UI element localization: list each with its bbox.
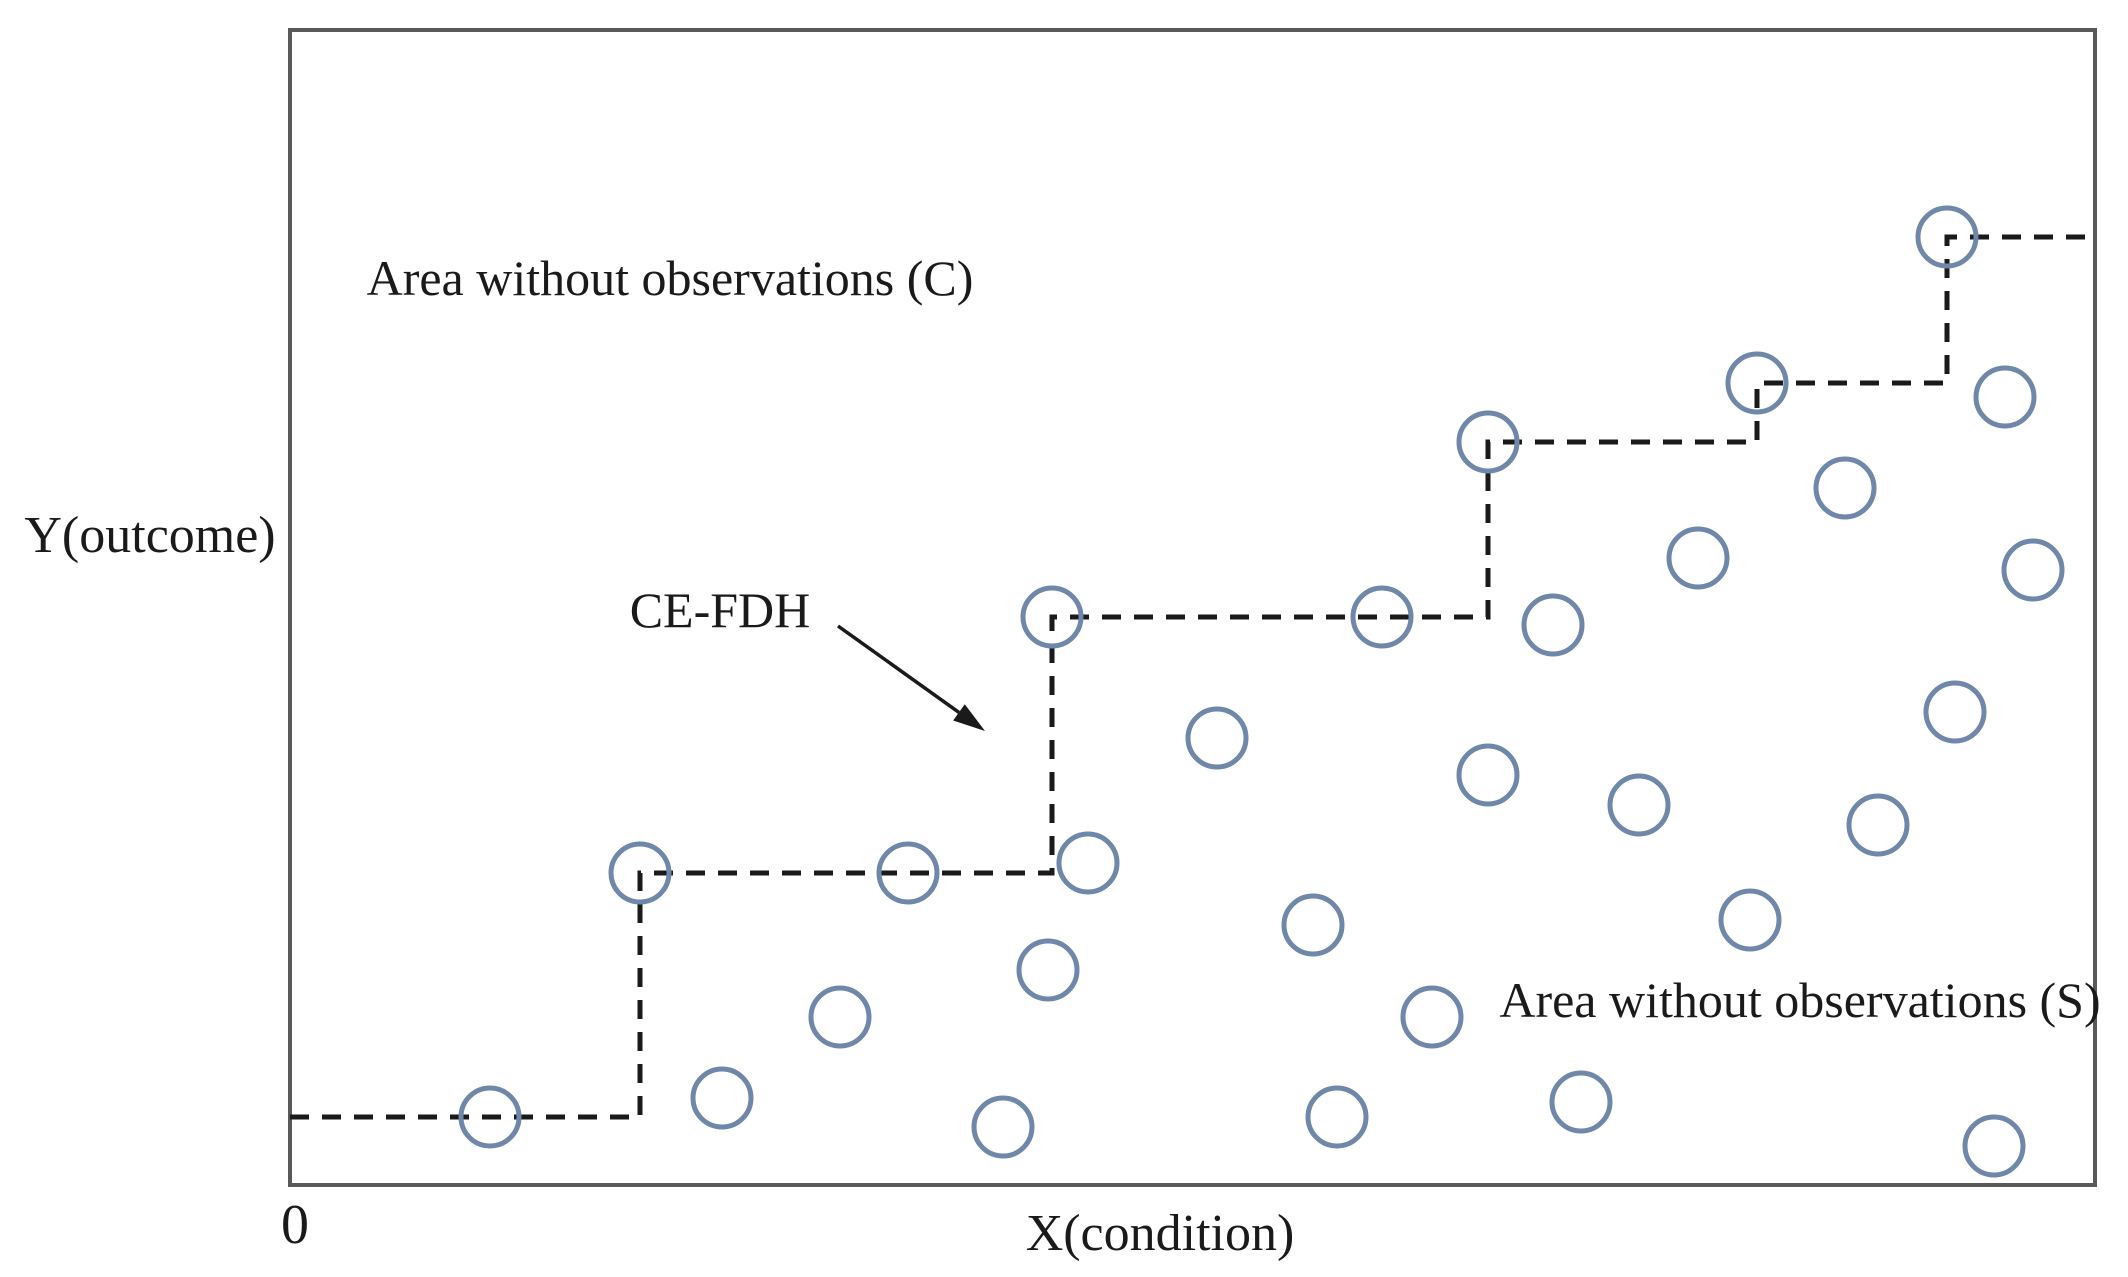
data-point: [1016, 938, 1080, 1002]
ce-fdh-label: CE-FDH: [630, 582, 811, 638]
data-point: [1846, 793, 1910, 857]
data-point: [1281, 893, 1345, 957]
data-point: [458, 1085, 522, 1149]
data-point: [1400, 985, 1464, 1049]
data-point: [1456, 410, 1520, 474]
ce-fdh-arrowhead-icon: [953, 704, 985, 731]
data-point: [608, 841, 672, 905]
y-axis-label: Y(outcome): [24, 507, 275, 564]
data-point: [2001, 538, 2065, 602]
origin-zero-label: 0: [281, 1194, 309, 1256]
data-point: [1305, 1085, 1369, 1149]
data-point: [690, 1066, 754, 1130]
data-point: [1521, 593, 1585, 657]
plot-border: [288, 28, 2097, 1187]
data-point: [1549, 1070, 1613, 1134]
ce-fdh-arrow: [836, 624, 985, 731]
ce-fdh-ceiling-line: [290, 234, 2095, 1120]
data-point: [1607, 773, 1671, 837]
area-without-observations-s-label: Area without observations (S): [1499, 972, 2100, 1028]
data-point: [1725, 351, 1789, 415]
x-axis-label: X(condition): [1026, 1205, 1295, 1262]
data-point: [1962, 1114, 2026, 1178]
data-point: [1666, 526, 1730, 590]
data-point: [971, 1095, 1035, 1159]
scatter-points: [458, 205, 2065, 1178]
area-without-observations-c-label: Area without observations (C): [367, 250, 974, 306]
data-point: [1923, 680, 1987, 744]
data-point: [808, 985, 872, 1049]
data-point: [1056, 831, 1120, 895]
data-point: [1456, 743, 1520, 807]
data-point: [1718, 888, 1782, 952]
data-point: [876, 841, 940, 905]
data-point: [1350, 585, 1414, 649]
ce-fdh-arrow-line: [836, 624, 960, 714]
data-point: [1185, 706, 1249, 770]
data-point: [1973, 365, 2037, 429]
data-point: [1813, 456, 1877, 520]
data-point: [1020, 585, 1084, 649]
data-point: [1915, 205, 1979, 269]
